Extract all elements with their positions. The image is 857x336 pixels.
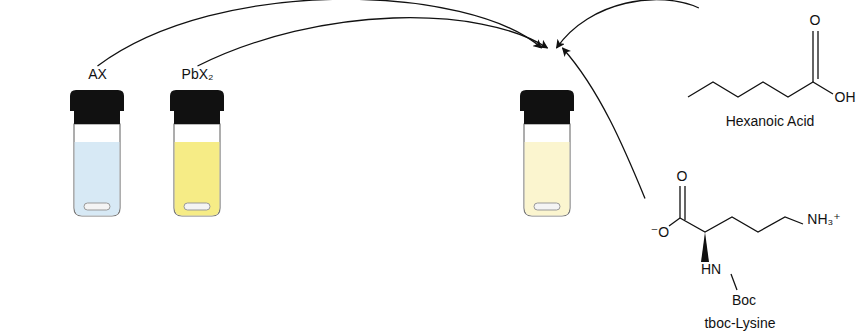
compound-name: tboc-Lysine <box>704 315 775 331</box>
reagent-label: PbX₂ <box>182 66 214 82</box>
vial-product <box>520 90 574 216</box>
atom-label: OH <box>835 89 856 105</box>
vial-node: PbX₂ <box>160 66 235 218</box>
atom-label: ⁻O <box>651 224 669 240</box>
atom-label: O <box>810 12 821 28</box>
molecule-node: O ⁻O NH₃⁺ HN Boc tboc-Lysine <box>645 165 852 332</box>
atom-label: NH₃⁺ <box>807 211 840 227</box>
vial-node <box>510 48 585 218</box>
compound-name: Hexanoic Acid <box>726 113 815 129</box>
hexanoic-acid-bonds <box>688 31 833 97</box>
molecule-node: OOHHexanoic Acid <box>678 8 852 132</box>
vial-pbx2 <box>170 90 224 216</box>
curved-arrow <box>198 18 548 66</box>
vial-node: AX <box>60 66 135 218</box>
wedge-bond <box>701 232 709 262</box>
curved-arrow <box>563 48 646 198</box>
curved-arrow <box>557 0 699 48</box>
lysine-bonds <box>669 186 803 290</box>
atom-label: HN <box>701 261 721 277</box>
atom-label: O <box>677 168 688 184</box>
reagent-label: AX <box>88 66 107 82</box>
group-label: Boc <box>732 292 756 308</box>
curved-arrow <box>98 0 542 66</box>
vial-ax <box>70 90 124 216</box>
